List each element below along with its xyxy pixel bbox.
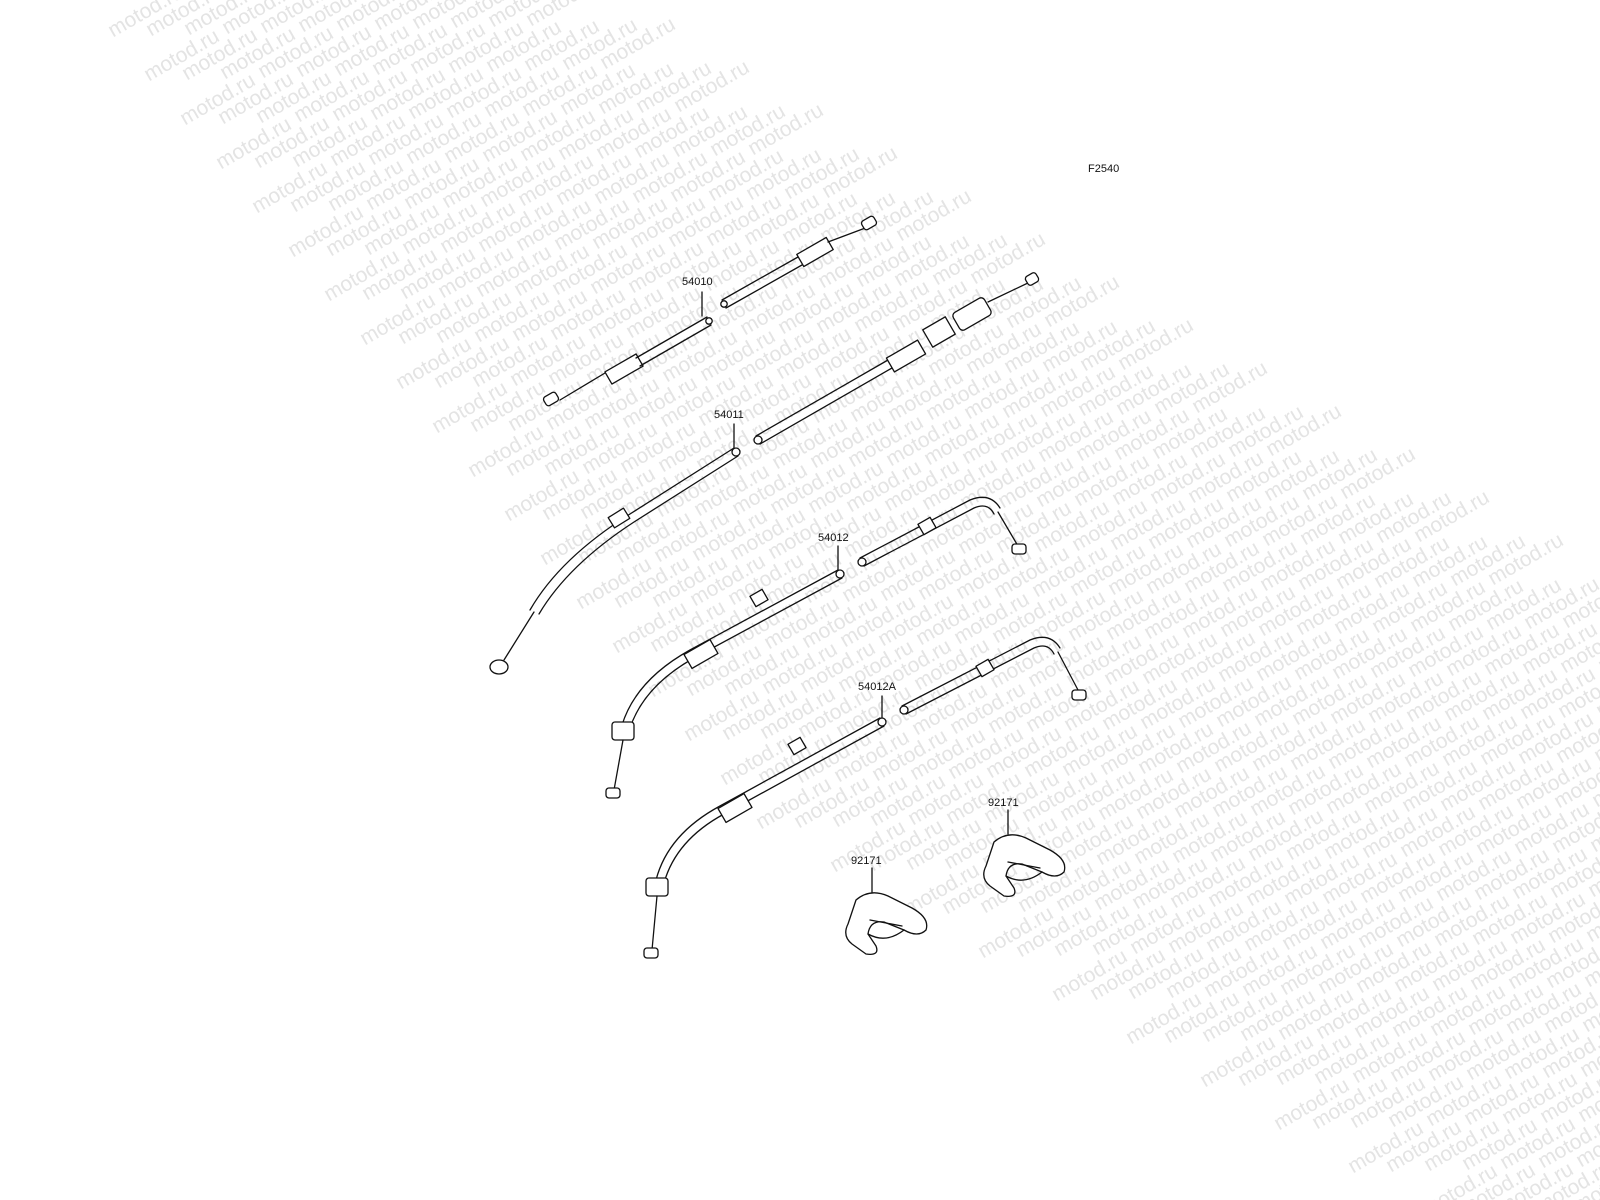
part-label-54010: 54010 <box>682 276 713 288</box>
part-label-92171-right: 92171 <box>988 797 1019 809</box>
part-label-54011: 54011 <box>714 409 744 421</box>
part-label-54012a: 54012A <box>858 681 897 693</box>
diagram-code: F2540 <box>1088 163 1119 175</box>
cable-54011[interactable] <box>489 272 1040 675</box>
cable-54010[interactable] <box>542 215 878 407</box>
part-label-92171-left: 92171 <box>851 855 882 867</box>
cable-54012[interactable] <box>605 496 1027 799</box>
clamp-left[interactable] <box>845 867 928 955</box>
cable-54012a[interactable] <box>643 636 1087 959</box>
part-label-54012: 54012 <box>818 532 849 544</box>
clamp-right[interactable] <box>983 809 1066 897</box>
